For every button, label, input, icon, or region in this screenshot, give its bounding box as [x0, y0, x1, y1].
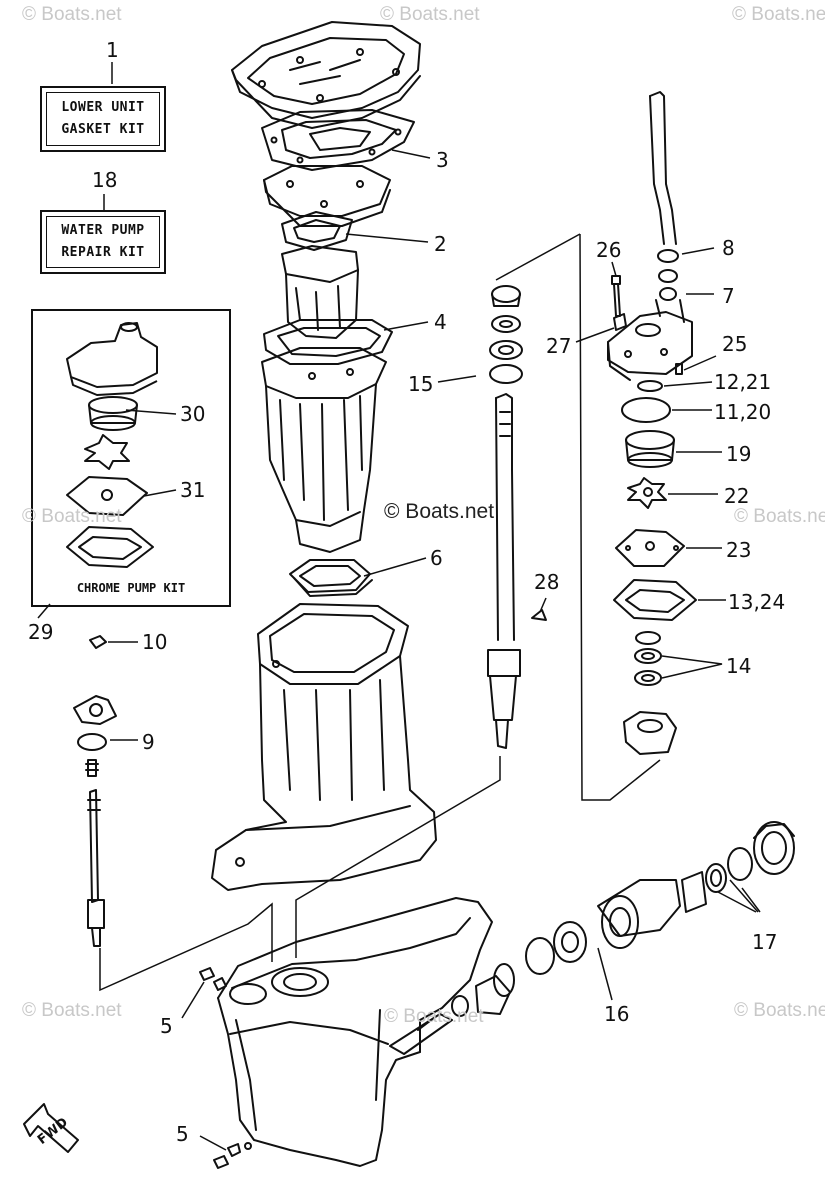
gasket-2-part [281, 211, 353, 251]
fwd-arrow-icon [23, 1103, 79, 1153]
outer-plate-23-part [615, 529, 685, 567]
oil-seals-14-part [634, 631, 662, 686]
grommets-part [657, 249, 679, 301]
callout-14: 14 [726, 654, 752, 678]
watermark-mid-left: © Boats.net [22, 506, 122, 527]
callout-1: 1 [106, 38, 119, 62]
watermark-center: © Boats.net [384, 500, 495, 523]
callout-4: 4 [434, 310, 447, 334]
oil-seal-housing-part [623, 711, 677, 755]
callout-12-21: 12,21 [714, 370, 772, 394]
pin-25-part [675, 363, 683, 375]
chrome-pump-kit-box: CHROME PUMP KIT [31, 309, 231, 607]
callout-15: 15 [408, 372, 434, 396]
bolt-26-part [611, 275, 621, 317]
callout-16: 16 [604, 1002, 630, 1026]
callout-27: 27 [546, 334, 572, 358]
bracket-27-part [613, 313, 627, 331]
lower-casing-part [217, 897, 493, 1167]
kit-label-line1: LOWER UNIT [61, 100, 145, 115]
leader-lines [37, 62, 761, 1151]
watermark-bottom-left: © Boats.net [22, 1000, 122, 1021]
gasket-4-part [263, 319, 393, 365]
exhaust-plate-part [263, 165, 391, 227]
propeller-shaft-group-part [389, 821, 795, 1055]
insert-cartridge-19-part [625, 430, 675, 468]
callout-13-24: 13,24 [728, 590, 786, 614]
kit-label-line2: GASKET KIT [61, 122, 145, 137]
exhaust-guide-part [281, 245, 359, 339]
shift-rod-assembly-part [73, 635, 117, 947]
exhaust-housing-part [261, 347, 387, 553]
callout-9: 9 [142, 730, 155, 754]
screws-5-part [199, 967, 241, 1169]
callout-28: 28 [534, 570, 560, 594]
water-tube-part [649, 91, 677, 245]
callout-22: 22 [724, 484, 750, 508]
chrome-pump-kit-label: CHROME PUMP KIT [76, 581, 186, 595]
callout-29: 29 [28, 620, 54, 644]
callout-26: 26 [596, 238, 622, 262]
watermark-bottom-right: © Boats.net [734, 1000, 825, 1021]
lower-unit-gasket-kit-box: LOWER UNIT GASKET KIT [40, 86, 166, 152]
kit-label-line1: WATER PUMP [61, 223, 145, 238]
callout-11-20: 11,20 [714, 400, 772, 424]
watermark-mid-right: © Boats.net [734, 506, 825, 527]
o-ring-12-21-part [637, 380, 663, 392]
watermark-top-right: © Boats.net [732, 4, 825, 25]
callout-5-lower: 5 [176, 1122, 189, 1146]
pump-housing-part [607, 299, 693, 381]
callout-17: 17 [752, 930, 778, 954]
callout-8: 8 [722, 236, 735, 260]
gasket-3-part [261, 109, 415, 171]
callout-25: 25 [722, 332, 748, 356]
callout-7: 7 [722, 284, 735, 308]
callout-23: 23 [726, 538, 752, 562]
woodruff-key-28-part [531, 609, 547, 621]
kit-label-line2: REPAIR KIT [61, 245, 145, 260]
watermark-top-center: © Boats.net [380, 4, 480, 25]
gasket-13-24-part [613, 579, 697, 621]
o-ring-11-20-part [621, 397, 671, 423]
callout-2: 2 [434, 232, 447, 256]
chrome-pump-parts [66, 322, 158, 568]
callout-3: 3 [436, 148, 449, 172]
water-pump-repair-kit-box: WATER PUMP REPAIR KIT [40, 210, 166, 274]
callout-18: 18 [92, 168, 118, 192]
callout-6: 6 [430, 546, 443, 570]
upper-casing-part [211, 603, 437, 891]
callout-19: 19 [726, 442, 752, 466]
bearing-stack-part [489, 285, 523, 384]
callout-31: 31 [180, 478, 206, 502]
drive-shaft-part [487, 393, 521, 749]
callout-30: 30 [180, 402, 206, 426]
watermark-bottom-center: © Boats.net [384, 1006, 484, 1027]
watermark-top-left: © Boats.net [22, 4, 122, 25]
upper-casing-cover-part [231, 21, 421, 129]
gasket-6-part [289, 559, 373, 597]
impeller-22-part [627, 477, 667, 509]
callout-10: 10 [142, 630, 168, 654]
callout-5-upper: 5 [160, 1014, 173, 1038]
